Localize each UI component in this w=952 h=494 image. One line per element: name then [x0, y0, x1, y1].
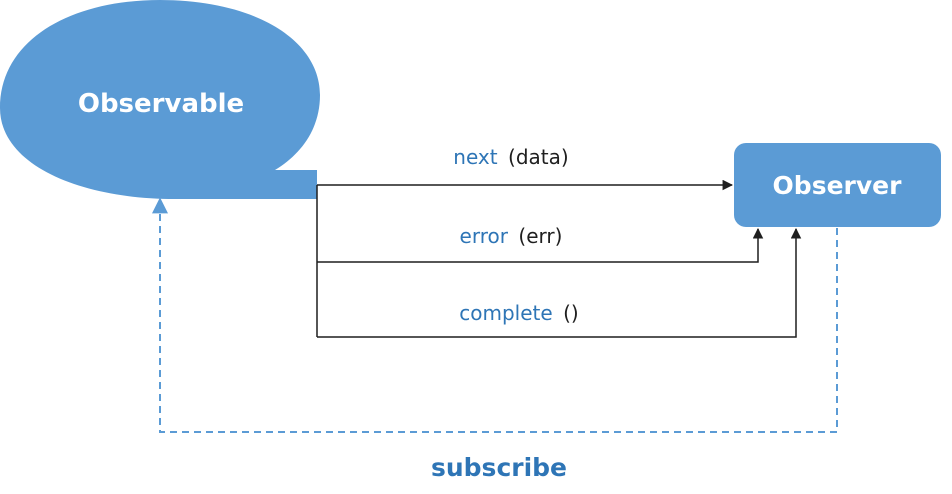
- next-edge: next (data): [317, 145, 734, 191]
- complete-args: (): [563, 301, 579, 325]
- error-edge-label: error (err): [460, 224, 563, 248]
- subscribe-dashed-line: [152, 197, 838, 433]
- subscribe-edge: subscribe: [152, 197, 838, 482]
- error-args: (err): [518, 224, 562, 248]
- error-line: [317, 227, 764, 263]
- error-keyword: error: [460, 224, 509, 248]
- error-edge: error (err): [317, 224, 764, 263]
- complete-line: [317, 227, 802, 338]
- complete-edge: complete (): [317, 227, 802, 338]
- next-args: (data): [508, 145, 569, 169]
- observer-shape: [734, 143, 941, 227]
- next-keyword: next: [453, 145, 497, 169]
- complete-edge-label: complete (): [459, 301, 578, 325]
- subscribe-label: subscribe: [431, 453, 567, 482]
- next-edge-label: next (data): [453, 145, 568, 169]
- observer-label: Observer: [773, 171, 903, 200]
- observer-node: Observer: [734, 143, 941, 227]
- observable-shape: [0, 0, 320, 199]
- observable-label: Observable: [78, 89, 244, 119]
- observable-node: Observable: [0, 0, 320, 199]
- complete-keyword: complete: [459, 301, 552, 325]
